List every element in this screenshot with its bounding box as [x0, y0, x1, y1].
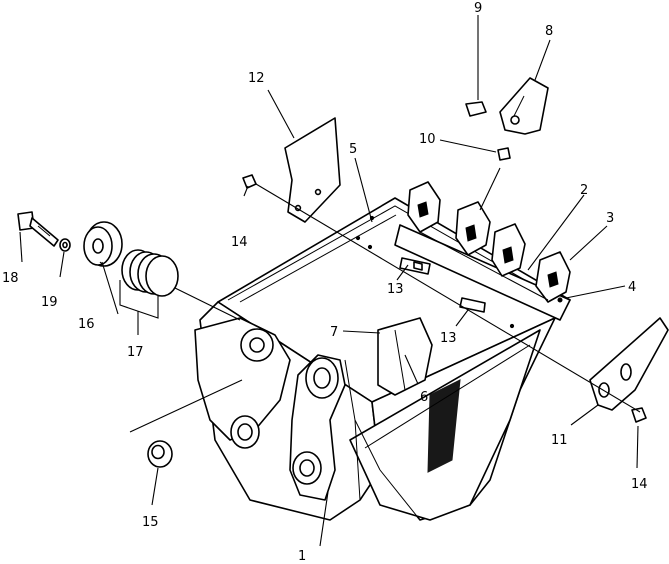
callout-19: 19 [41, 295, 58, 310]
leader-lines [19, 15, 641, 547]
callout-labels: 1 2 3 4 5 6 7 8 9 10 11 12 13 13 14 14 1… [2, 1, 648, 564]
bushing-15 [147, 440, 173, 468]
bolt-nut-set [242, 174, 647, 423]
callout-13a: 13 [387, 282, 404, 297]
bucket-teeth [407, 181, 571, 303]
callout-18: 18 [2, 271, 19, 286]
callout-10: 10 [419, 132, 436, 147]
callout-12: 12 [248, 71, 265, 86]
callout-5: 5 [349, 142, 357, 157]
side-protector-11 [589, 317, 669, 411]
callout-11: 11 [551, 433, 568, 448]
collar-16 [83, 221, 123, 267]
callout-9: 9 [474, 1, 482, 16]
callout-4: 4 [628, 280, 636, 295]
callout-2: 2 [580, 183, 588, 198]
callout-1: 1 [298, 549, 306, 564]
shim-ring-17 [121, 249, 179, 297]
callout-17: 17 [127, 345, 144, 360]
callout-15: 15 [142, 515, 159, 530]
callout-6: 6 [420, 390, 428, 405]
bucket-body [194, 197, 571, 521]
callout-3: 3 [606, 211, 614, 226]
callout-13b: 13 [440, 331, 457, 346]
callout-8: 8 [545, 24, 553, 39]
tooth-point-8 [499, 77, 549, 135]
callout-14b: 14 [631, 477, 648, 492]
callout-7: 7 [330, 325, 338, 340]
side-shroud-12 [284, 117, 341, 223]
washer-19 [59, 238, 71, 252]
callout-16: 16 [78, 317, 95, 332]
lock-10 [497, 147, 511, 161]
bolt-18 [17, 211, 59, 247]
pin-9 [465, 101, 487, 117]
callout-14a: 14 [231, 235, 248, 250]
